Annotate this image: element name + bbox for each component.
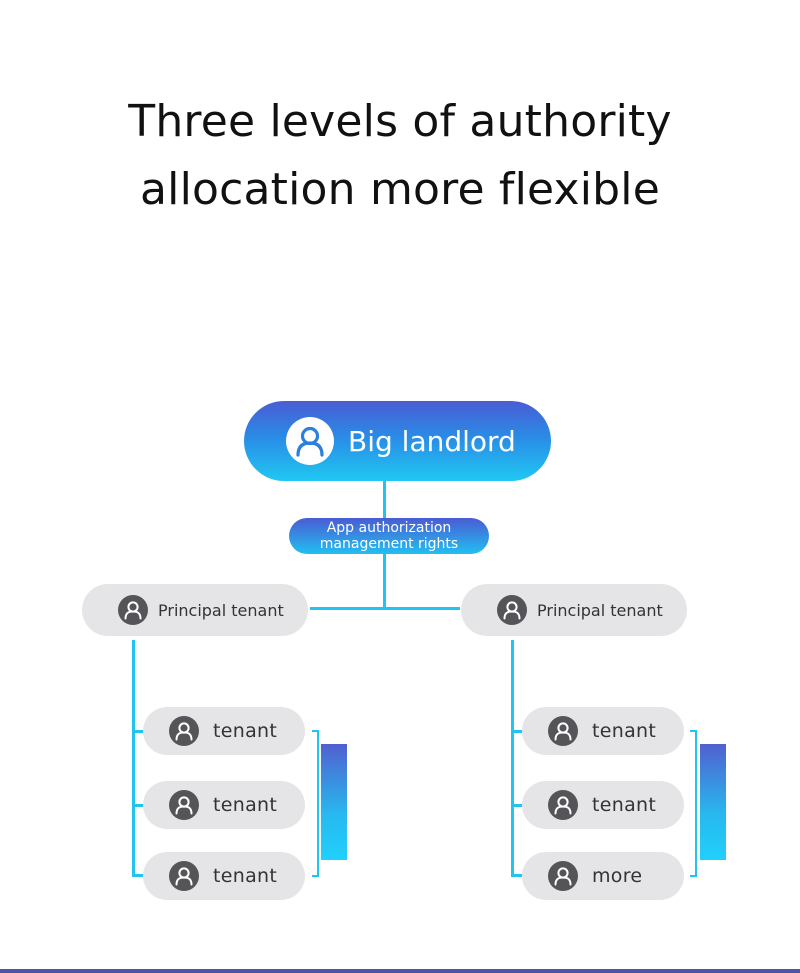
left-tree-branch [132, 874, 144, 877]
person-icon [286, 417, 334, 465]
permission-line-2: management rights [319, 536, 459, 552]
tenant-node: tenant [522, 707, 684, 755]
person-icon [548, 861, 578, 891]
principal-tenant-node: Principal tenant [461, 584, 687, 636]
left-group-bar [321, 744, 347, 860]
tenant-node: tenant [143, 781, 305, 829]
right-tree-vertical [511, 640, 514, 876]
person-icon [118, 595, 148, 625]
more-tenants-node: more [522, 852, 684, 900]
right-tree-branch [511, 730, 523, 733]
principal-tenant-label: Principal tenant [158, 600, 284, 620]
bottom-divider [0, 969, 800, 973]
root-node-label: Big landlord [348, 424, 516, 458]
left-group-bracket [317, 730, 319, 877]
principal-connector-horizontal [310, 607, 460, 610]
person-icon [169, 716, 199, 746]
left-tree-branch [132, 730, 144, 733]
tenant-label: tenant [213, 720, 278, 742]
title-line-1: Three levels of authority [128, 96, 672, 147]
left-group-bracket [312, 875, 319, 877]
left-tree-vertical [132, 640, 135, 876]
left-tree-branch [132, 804, 144, 807]
person-icon [548, 790, 578, 820]
person-icon [169, 790, 199, 820]
right-group-bar [700, 744, 726, 860]
right-group-bracket [690, 730, 697, 732]
right-tree-branch [511, 874, 523, 877]
tenant-label: tenant [213, 865, 278, 887]
tenant-node: tenant [143, 707, 305, 755]
title-line-2: allocation more flexible [139, 164, 661, 215]
right-group-bracket [690, 875, 697, 877]
tenant-node: tenant [522, 781, 684, 829]
principal-tenant-node: Principal tenant [82, 584, 308, 636]
more-label: more [592, 865, 643, 887]
tenant-node: tenant [143, 852, 305, 900]
permission-badge: App authorization management rights [289, 518, 489, 554]
tenant-label: tenant [592, 720, 657, 742]
person-icon [497, 595, 527, 625]
right-tree-branch [511, 804, 523, 807]
right-group-bracket [695, 730, 697, 877]
permission-line-1: App authorization [326, 520, 452, 536]
principal-tenant-label: Principal tenant [537, 600, 663, 620]
person-icon [169, 861, 199, 891]
person-icon [548, 716, 578, 746]
diagram-title: Three levels of authority allocation mor… [0, 88, 800, 224]
root-node-big-landlord: Big landlord [244, 401, 551, 481]
left-group-bracket [312, 730, 319, 732]
tenant-label: tenant [592, 794, 657, 816]
tenant-label: tenant [213, 794, 278, 816]
